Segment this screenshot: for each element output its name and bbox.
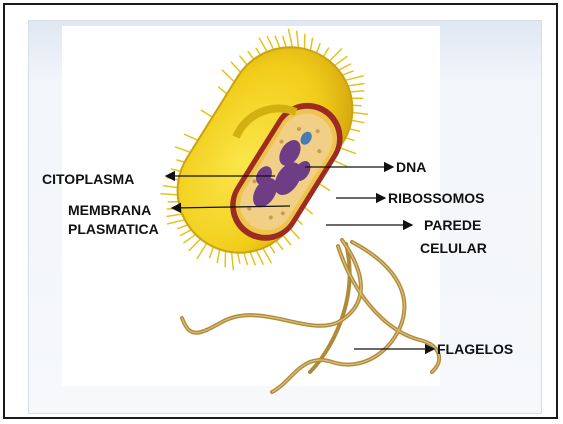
label-ribossomos: RIBOSSOMOS [388, 190, 484, 206]
label-parede-line2: CELULAR [420, 240, 487, 256]
pilus [350, 91, 364, 92]
label-membrana-line2: PLASMATICA [68, 221, 159, 237]
label-parede-line1: PAREDE [424, 217, 481, 233]
label-membrana-line1: MEMBRANA [68, 202, 151, 218]
label-citoplasma: CITOPLASMA [42, 171, 134, 187]
label-dna: DNA [396, 159, 426, 175]
label-flagelos: FLAGELOS [437, 341, 513, 357]
